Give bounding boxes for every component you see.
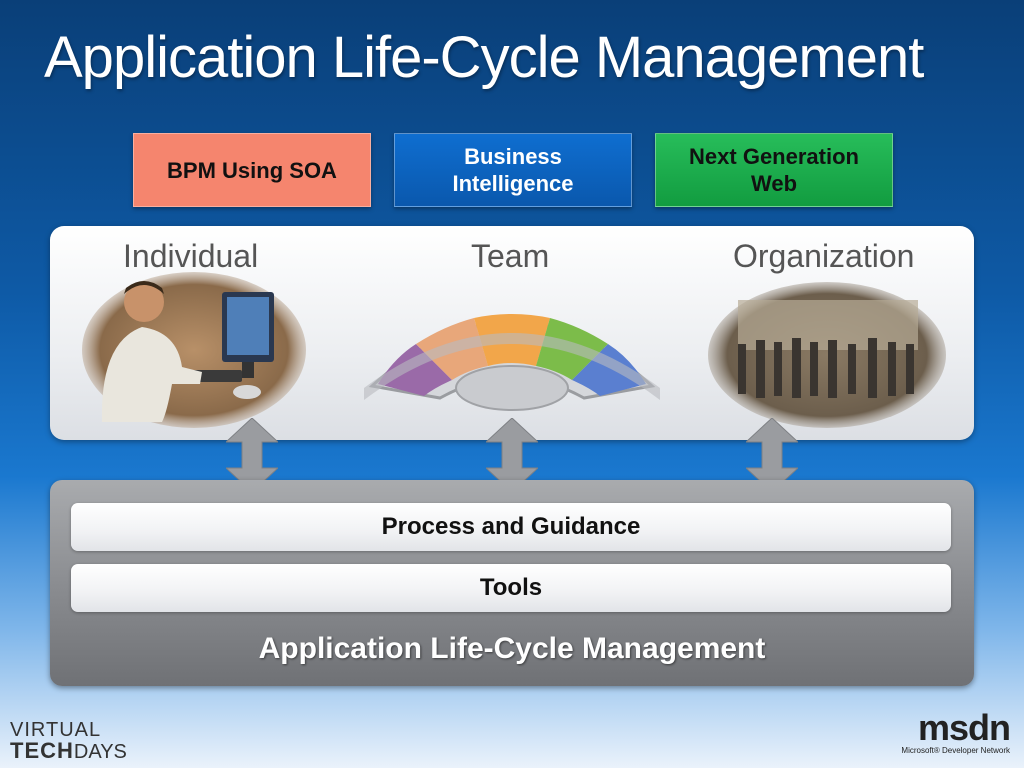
- process-guidance-label: Process and Guidance: [381, 513, 641, 540]
- organization-label: Organization: [733, 238, 915, 274]
- next-generation-web-label: Next Generation Web: [689, 144, 859, 196]
- organization-photo: [708, 282, 946, 428]
- individual-photo: [82, 272, 306, 428]
- tools-label: Tools: [479, 574, 543, 601]
- process-guidance-bar: Process and Guidance: [71, 503, 951, 551]
- alm-base-label: Application Life-Cycle Management: [258, 632, 766, 665]
- business-intelligence-label: Business Intelligence: [452, 144, 574, 196]
- business-intelligence-box: Business Intelligence: [394, 133, 632, 207]
- virtual-techdays-logo: VIRTUAL TECHDAYS: [10, 720, 127, 763]
- vtd-line2: TECHDAYS: [10, 738, 127, 764]
- next-generation-web-box: Next Generation Web: [655, 133, 893, 207]
- team-photo: [364, 314, 660, 411]
- vtd-days: DAYS: [73, 741, 127, 763]
- msdn-logo: msdn Microsoft® Developer Network: [901, 707, 1011, 756]
- organization-arrow-icon: [746, 418, 798, 492]
- team-arrow-icon: [486, 418, 538, 492]
- vtd-line1: VIRTUAL: [10, 719, 102, 741]
- individual-label: Individual: [123, 238, 259, 274]
- msdn-subtitle: Microsoft® Developer Network: [901, 746, 1010, 755]
- team-label: Team: [471, 238, 550, 274]
- bpm-soa-box: BPM Using SOA: [133, 133, 371, 207]
- vtd-tech: TECH: [10, 738, 74, 763]
- slide-title: Application Life-Cycle Management: [44, 25, 924, 90]
- bpm-soa-label: BPM Using SOA: [167, 157, 337, 183]
- tools-bar: Tools: [71, 564, 951, 612]
- individual-arrow-icon: [226, 418, 278, 492]
- msdn-word: msdn: [917, 707, 1011, 748]
